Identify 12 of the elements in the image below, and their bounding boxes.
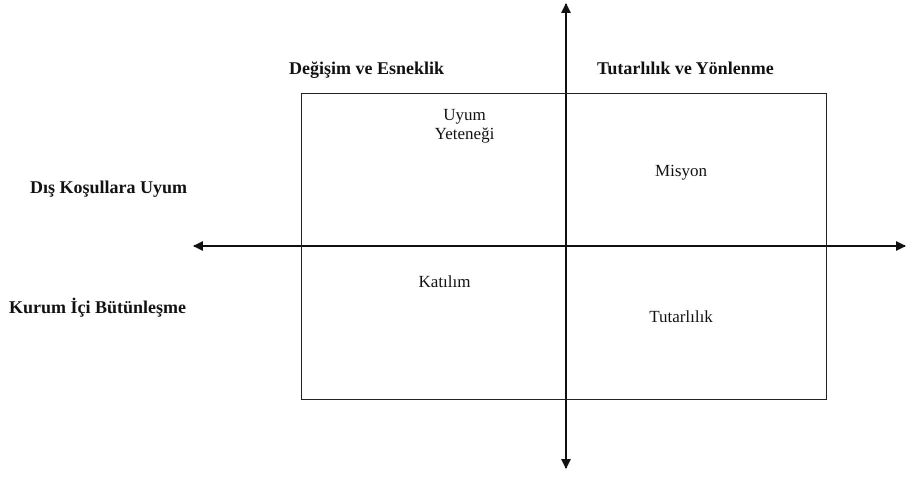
quadrant-text: Katılım — [418, 273, 472, 292]
row-heading: Kurum İçi Bütünleşme — [9, 297, 186, 318]
quadrant-box — [301, 246, 566, 400]
quadrant-text: Uyum Yeteneği — [434, 106, 496, 144]
quadrant-text: Tutarlılık — [648, 308, 714, 327]
quadrant-text: Misyon — [654, 162, 708, 181]
column-heading: Tutarlılık ve Yönlenme — [597, 58, 774, 79]
column-heading: Değişim ve Esneklik — [289, 58, 444, 79]
quadrant-box — [301, 93, 566, 246]
quadrant-box — [566, 246, 827, 400]
row-heading: Dış Koşullara Uyum — [30, 177, 188, 198]
quadrant-box — [566, 93, 827, 246]
